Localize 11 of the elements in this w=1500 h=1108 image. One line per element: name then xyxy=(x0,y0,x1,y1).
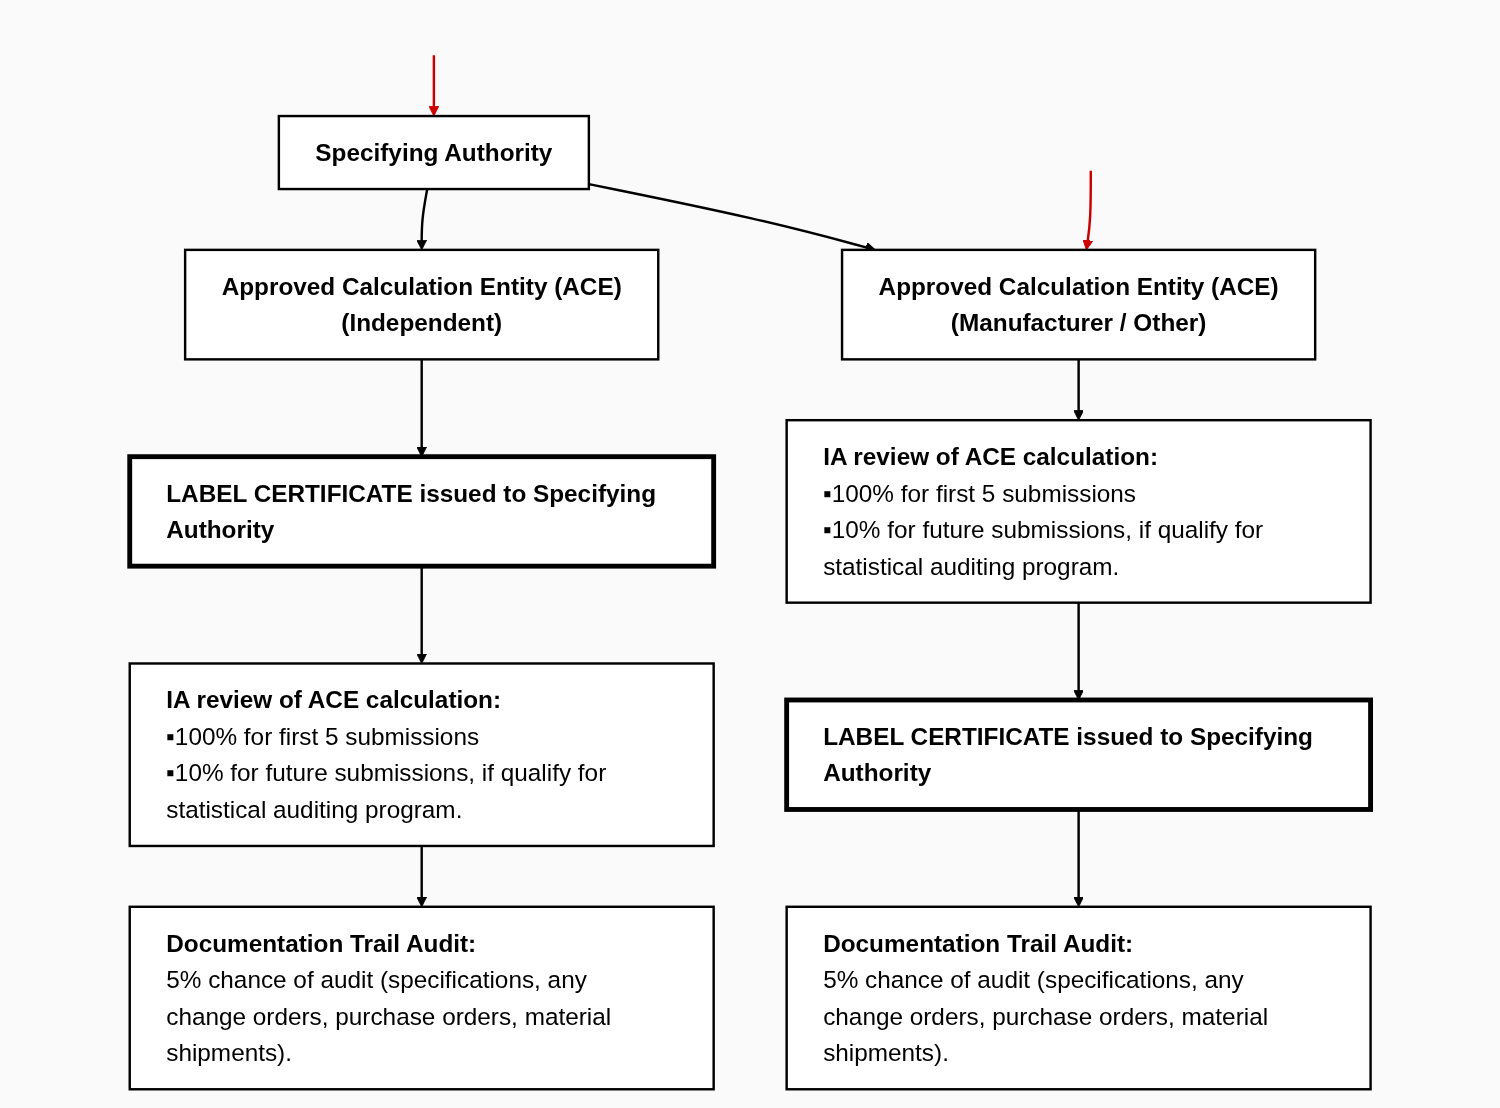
arrow xyxy=(428,55,440,117)
node-box: Approved Calculation Entity (ACE) (Independent) xyxy=(183,248,660,361)
node-box: Specifying Authority xyxy=(277,114,590,191)
node-box: LABEL CERTIFICATE issued to Specifying Authority xyxy=(127,454,716,569)
arrow xyxy=(1073,359,1084,421)
node-box: Documentation Trail Audit: 5% chance of audit (specifications, any change orders, purchase orders, material shipments). xyxy=(128,905,715,1091)
node-box: Approved Calculation Entity (ACE) (Manufacturer / Other) xyxy=(840,248,1317,361)
node-box: IA review of ACE calculation: ▪100% for first 5 submissions ▪10% for future submissions, if qualify for statistical auditing program. xyxy=(785,418,1372,604)
node-box: IA review of ACE calculation: ▪100% for first 5 submissions ▪10% for future submissions, if qualify for statistical auditing program. xyxy=(128,662,715,848)
node-box: Documentation Trail Audit: 5% chance of audit (specifications, any change orders, purchase orders, material shipments). xyxy=(785,905,1372,1091)
node-box: LABEL CERTIFICATE issued to Specifying Authority xyxy=(784,697,1373,812)
